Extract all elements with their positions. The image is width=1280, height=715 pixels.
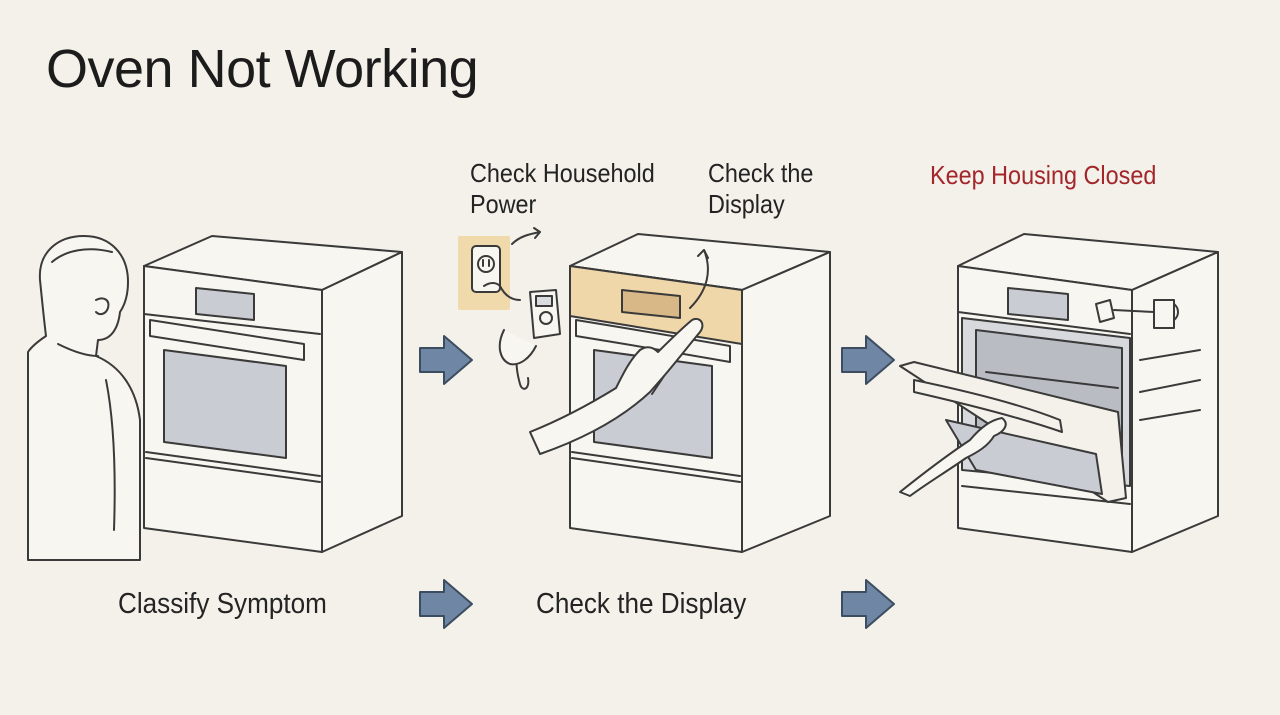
oven-1 <box>143 235 403 553</box>
step-label-check-display: Check the Display <box>536 588 747 620</box>
callout-household-power: Check Household Power <box>470 158 655 220</box>
flow-arrow-right-icon <box>840 334 896 386</box>
page-title: Oven Not Working <box>46 39 479 99</box>
wall-outlet <box>458 227 541 310</box>
oven-2 <box>569 233 831 553</box>
callout-display: Check the Display <box>708 158 813 220</box>
flow-arrow-right-icon <box>418 578 474 630</box>
multimeter <box>498 289 561 390</box>
callout-household-power-line2: Power <box>470 189 537 219</box>
callout-display-line1: Check the <box>708 158 814 188</box>
person-figure <box>27 235 141 561</box>
flow-arrow-right-icon <box>418 334 474 386</box>
step-label-classify-symptom: Classify Symptom <box>118 588 327 620</box>
hand-pointing <box>529 318 704 455</box>
hand-on-door <box>899 417 1007 497</box>
flow-arrow-right-icon <box>840 578 896 630</box>
callout-display-line2: Display <box>708 189 785 219</box>
callout-keep-housing-closed: Keep Housing Closed <box>930 160 1157 190</box>
callout-household-power-line1: Check Household <box>470 158 655 188</box>
